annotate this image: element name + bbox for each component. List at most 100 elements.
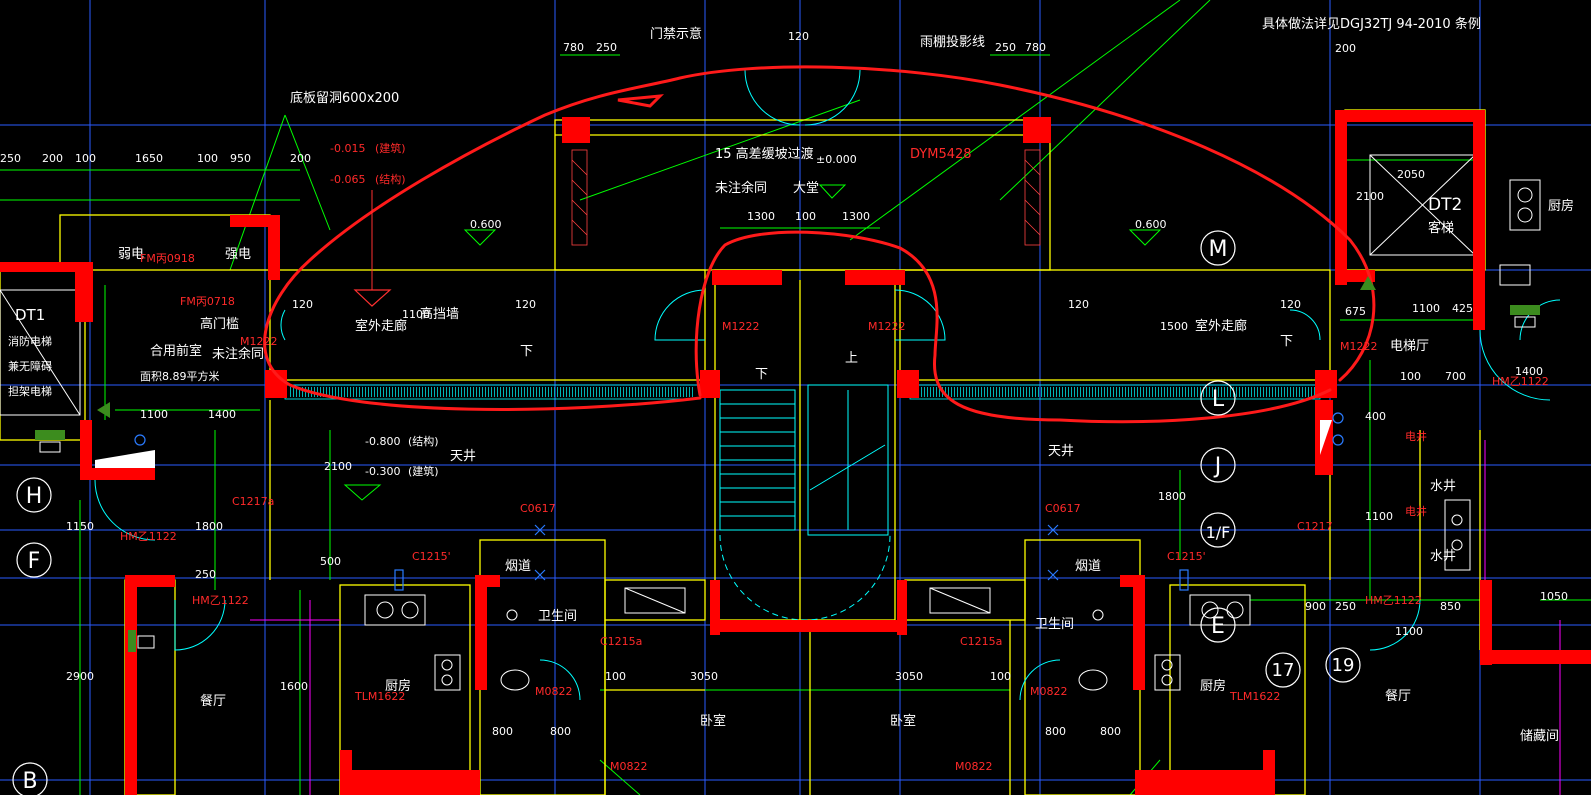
label-c1217-left: C1217a bbox=[232, 495, 274, 508]
dim-800c: 800 bbox=[1045, 725, 1066, 738]
markup-outer-loop bbox=[263, 65, 1376, 411]
label-hm-right-upper: HM乙1122 bbox=[1492, 375, 1549, 388]
dim-1400: 1400 bbox=[1515, 365, 1543, 378]
label-unspec: 未注余同 bbox=[715, 180, 767, 196]
label-dining-left: 餐厅 bbox=[200, 693, 226, 709]
label-m0822-a: M0822 bbox=[535, 685, 573, 698]
dim-800d: 800 bbox=[1100, 725, 1121, 738]
label-stair-up: 上 bbox=[845, 351, 858, 366]
note-top-right: 具体做法详见DGJ32TJ 94-2010 条例 bbox=[1262, 16, 1481, 32]
label-fm-0918: FM丙0918 bbox=[140, 252, 195, 265]
markup-inner-loop bbox=[694, 230, 1332, 424]
dim-250b: 250 bbox=[1335, 600, 1356, 613]
dim-100f: 100 bbox=[990, 670, 1011, 683]
dim-675: 675 bbox=[1345, 305, 1366, 318]
dim-1100d: 1100 bbox=[402, 308, 430, 321]
label-hm-right: HM乙1122 bbox=[1365, 594, 1422, 607]
label-dt2: DT2 bbox=[1428, 195, 1462, 215]
label-hm-left: HM乙1122 bbox=[120, 530, 177, 543]
dim-400: 400 bbox=[1365, 410, 1386, 423]
dim-200: 200 bbox=[42, 152, 63, 165]
label-c1215-right: C1215' bbox=[1167, 550, 1206, 563]
dim-120c: 120 bbox=[1068, 298, 1089, 311]
label-elec-shaft-a: 电井 bbox=[1405, 429, 1427, 443]
label-storage: 储藏间 bbox=[1520, 729, 1559, 744]
label-vent-left: 烟道 bbox=[505, 559, 531, 574]
axis-bubble-labels: M L J 1/F E H F B 17 19 bbox=[22, 237, 1354, 794]
label-corridor-right: 室外走廊 bbox=[1195, 318, 1247, 334]
dim-1650: 1650 bbox=[135, 152, 163, 165]
dim-250: 250 bbox=[0, 152, 21, 165]
label-stair-down: 下 bbox=[755, 367, 768, 382]
label-c0617-right: C0617 bbox=[1045, 502, 1081, 515]
level-b: -0.300 bbox=[365, 465, 400, 478]
annotations: 具体做法详见DGJ32TJ 94-2010 条例 780 250 250 780… bbox=[0, 16, 1574, 773]
label-door-note: 门禁示意 bbox=[650, 26, 702, 42]
label-c1215a-right: C1215a bbox=[960, 635, 1002, 648]
label-shared-lobby: 合用前室 bbox=[150, 343, 202, 359]
axis-label-f: F bbox=[28, 549, 41, 574]
dim-3050b: 3050 bbox=[895, 670, 923, 683]
label-door-code: DYM5428 bbox=[910, 147, 972, 162]
dim-top-200: 200 bbox=[1335, 42, 1356, 55]
dim-120b: 120 bbox=[515, 298, 536, 311]
dim-800a: 800 bbox=[492, 725, 513, 738]
level-neg-arch: -0.015 bbox=[330, 142, 365, 155]
label-m0822-d: M0822 bbox=[955, 760, 993, 773]
label-m1222-center-right: M1222 bbox=[868, 320, 906, 333]
kitchen-fixtures bbox=[364, 179, 1541, 691]
stair-flights bbox=[719, 384, 891, 621]
dim-120a: 120 bbox=[292, 298, 313, 311]
hatched-partitions bbox=[571, 149, 1041, 246]
label-down-left: 下 bbox=[520, 344, 533, 359]
label-elevator-lobby: 电梯厅 bbox=[1390, 339, 1429, 354]
dim-top-780a: 780 bbox=[563, 41, 584, 54]
dim-425: 425 bbox=[1452, 302, 1473, 315]
label-hm-left-2: HM乙1122 bbox=[192, 594, 249, 607]
dim-top-250a: 250 bbox=[596, 41, 617, 54]
label-high-sill: 高门槛 bbox=[200, 316, 239, 332]
label-shaft-left: 天井 bbox=[450, 449, 476, 464]
review-markup[interactable] bbox=[263, 65, 1376, 424]
dim-1050: 1050 bbox=[1540, 590, 1568, 603]
structural-walls bbox=[0, 110, 1591, 795]
level-left: 0.600 bbox=[470, 218, 502, 231]
label-kitchen-left: 厨房 bbox=[385, 678, 411, 694]
dim-800b: 800 bbox=[550, 725, 571, 738]
level-neg-arch-tag: (建筑) bbox=[375, 141, 406, 155]
axis-label-19: 19 bbox=[1332, 655, 1355, 676]
door-swings bbox=[94, 69, 1561, 701]
label-canopy: 雨棚投影线 bbox=[920, 34, 985, 50]
label-m1222-left: M1222 bbox=[240, 335, 278, 348]
label-wc-right: 卫生间 bbox=[1035, 617, 1074, 632]
axis-label-1f: 1/F bbox=[1206, 523, 1231, 542]
dim-2900: 2900 bbox=[66, 670, 94, 683]
label-lobby: 大堂 bbox=[793, 181, 819, 196]
dim-1300a: 1300 bbox=[747, 210, 775, 223]
label-fm-0718: FM丙0718 bbox=[180, 295, 235, 308]
markup-flag bbox=[617, 94, 665, 108]
dim-700: 700 bbox=[1445, 370, 1466, 383]
dim-1100c: 1100 bbox=[1395, 625, 1423, 638]
dim-100e: 100 bbox=[605, 670, 626, 683]
dim-top-250b: 250 bbox=[995, 41, 1016, 54]
dim-850: 850 bbox=[1440, 600, 1461, 613]
label-m0822-b: M0822 bbox=[1030, 685, 1068, 698]
dim-top-120: 120 bbox=[788, 30, 809, 43]
level-a: -0.800 bbox=[365, 435, 400, 448]
label-dining-right: 餐厅 bbox=[1385, 688, 1411, 704]
dim-2100b: 2100 bbox=[324, 460, 352, 473]
label-dt2-sub: 客梯 bbox=[1428, 220, 1454, 236]
label-water-shaft-b: 水井 bbox=[1430, 549, 1456, 564]
plumbing-lines bbox=[250, 440, 1561, 795]
dim-200b: 200 bbox=[290, 152, 311, 165]
label-dt1: DT1 bbox=[15, 306, 45, 324]
dim-100c: 100 bbox=[197, 152, 218, 165]
axis-label-h: H bbox=[26, 484, 43, 509]
plumbing-valves bbox=[134, 412, 1344, 591]
label-bedroom-right: 卧室 bbox=[890, 713, 916, 729]
label-vent-right: 烟道 bbox=[1075, 559, 1101, 574]
dim-900: 900 bbox=[1305, 600, 1326, 613]
